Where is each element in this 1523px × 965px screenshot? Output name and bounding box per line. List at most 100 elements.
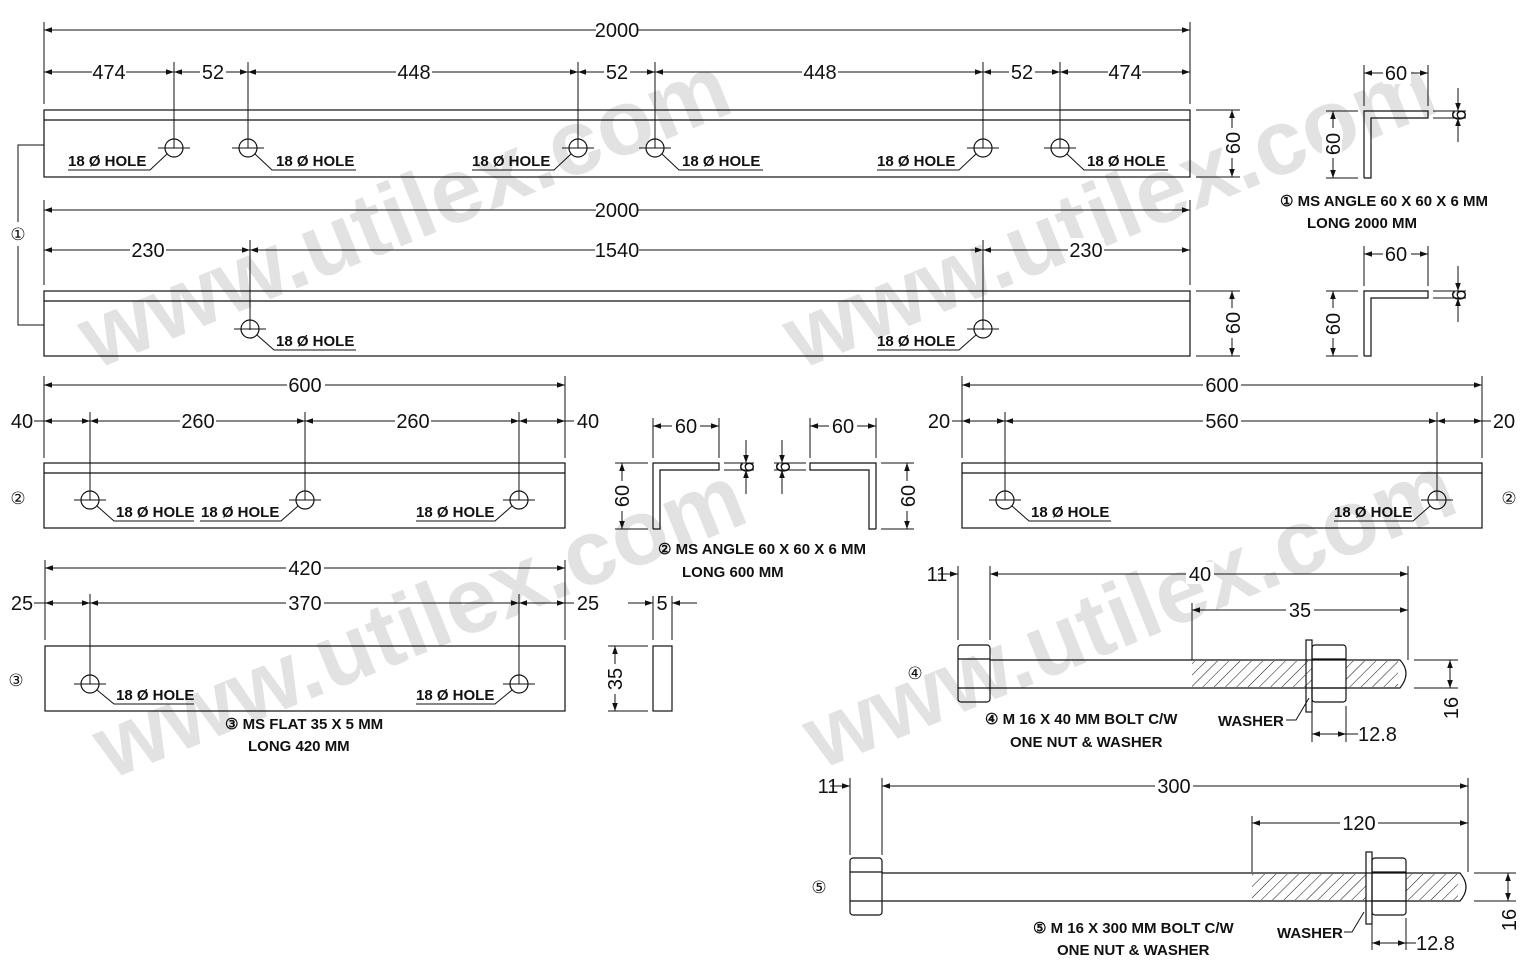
part1-top-angle: 2000 474 52 448 52 448 52 474: [43, 18, 1245, 178]
part1-section-bottom: 60 60 6: [1322, 243, 1471, 357]
part2-right-end-2: 20: [1493, 411, 1515, 433]
part2-section-width-left: 60: [675, 416, 697, 438]
part1-top-hole-label-2: 18 Ø HOLE: [276, 153, 354, 170]
part1-bottom-hole-label-2: 18 Ø HOLE: [877, 333, 955, 350]
part1-top-seg-6: 52: [1011, 62, 1033, 84]
part1-top-hole-label-4: 18 Ø HOLE: [682, 153, 760, 170]
part4-marker: ④: [907, 664, 922, 684]
part5-marker: ⑤: [811, 878, 826, 898]
part3-section-height: 35: [605, 668, 627, 690]
part2-section-height-right: 60: [898, 485, 920, 507]
part5-length: 300: [1157, 776, 1190, 798]
part3-flat: 420 25 370 25 18 Ø HOLE 18 Ø HOLE ③ 5: [8, 556, 697, 755]
part4-thread: 35: [1289, 600, 1311, 622]
part5-note-line2: ONE NUT & WASHER: [1057, 942, 1210, 959]
watermark-3: www.utilex.com: [78, 445, 759, 799]
part1-section-bottom-width: 60: [1385, 244, 1407, 266]
part1-section-bottom-height: 60: [1323, 313, 1345, 335]
part1-bottom-seg-2: 1540: [595, 240, 640, 262]
part2-marker-left: ②: [10, 489, 25, 509]
part2-right-hole-label-1: 18 Ø HOLE: [1031, 504, 1109, 521]
part2-left-end-2: 40: [577, 411, 599, 433]
part3-hole-label-2: 18 Ø HOLE: [416, 687, 494, 704]
part5-nut: 12.8: [1416, 933, 1455, 955]
part1-top-seg-7: 474: [1108, 62, 1141, 84]
part5-diameter: 16: [1499, 909, 1521, 931]
part1-section-bottom-thickness: 6: [1449, 289, 1471, 300]
part1-section-top-height: 60: [1323, 133, 1345, 155]
part1-bracket: ①: [8, 144, 44, 326]
part5-thread: 120: [1342, 813, 1375, 835]
part2-section-height-left: 60: [612, 485, 634, 507]
part4-bolt: 11 40 35 16 12.8 WASHER ④ ④ M 16 X 40 MM…: [907, 562, 1463, 751]
part3-end-2: 25: [577, 593, 599, 615]
part2-section-thickness-right: 6: [773, 461, 795, 472]
part1-top-seg-5: 448: [803, 62, 836, 84]
part2-right-overall: 600: [1205, 375, 1238, 397]
part5-note-line1: ⑤ M 16 X 300 MM BOLT C/W: [1033, 920, 1235, 937]
part5-washer-label: WASHER: [1277, 925, 1343, 942]
part5-head: 11: [818, 776, 839, 798]
part3-note-line2: LONG 420 MM: [248, 738, 350, 755]
part4-note-line1: ④ M 16 X 40 MM BOLT C/W: [985, 711, 1178, 728]
part1-note-line1: ① MS ANGLE 60 X 60 X 6 MM: [1280, 193, 1488, 210]
part4-diameter: 16: [1441, 697, 1463, 719]
part3-marker: ③: [8, 671, 23, 691]
part2-marker-right: ②: [1501, 489, 1516, 509]
part4-head: 11: [927, 564, 948, 586]
part3-hole-label-1: 18 Ø HOLE: [116, 687, 194, 704]
part2-right-end-1: 20: [928, 411, 950, 433]
part2-left-seg-1: 260: [181, 411, 214, 433]
part1-note-line2: LONG 2000 MM: [1307, 215, 1417, 232]
part1-top-hole-label-3: 18 Ø HOLE: [472, 153, 550, 170]
watermark-2: www.utilex.com: [768, 35, 1449, 389]
part3-middle: 370: [288, 593, 321, 615]
part2-section-thickness-left: 6: [737, 461, 759, 472]
part4-nut: 12.8: [1358, 724, 1397, 746]
part1-section-top-width: 60: [1385, 63, 1407, 85]
part1-top-hole-label-6: 18 Ø HOLE: [1087, 153, 1165, 170]
watermark-1: www.utilex.com: [63, 35, 744, 389]
part2-left-hole-label-1: 18 Ø HOLE: [116, 504, 194, 521]
part1-top-seg-1: 474: [92, 62, 125, 84]
part1-top-seg-4: 52: [606, 62, 628, 84]
part1-bottom-height: 60: [1223, 312, 1245, 334]
part2-right-hole-label-2: 18 Ø HOLE: [1334, 504, 1412, 521]
part4-length: 40: [1189, 564, 1211, 586]
part1-bottom-seg-1: 230: [131, 240, 164, 262]
part1-bottom-hole-label-1: 18 Ø HOLE: [276, 333, 354, 350]
part3-end-1: 25: [11, 593, 33, 615]
part2-left-hole-label-2: 18 Ø HOLE: [201, 504, 279, 521]
part1-top-overall: 2000: [595, 20, 640, 42]
part3-note-line1: ③ MS FLAT 35 X 5 MM: [225, 716, 383, 733]
part1-top-height: 60: [1223, 132, 1245, 154]
part1-bottom-angle: 2000 230 1540 230 18 Ø HOLE 18 Ø HOLE 60: [43, 198, 1245, 357]
part1-marker: ①: [10, 225, 25, 245]
part1-top-seg-3: 448: [397, 62, 430, 84]
part2-left-overall: 600: [288, 375, 321, 397]
part2-sections: 60 60 60 60 6 6 ② MS ANGLE 60 X 60 X 6 M…: [611, 415, 920, 581]
part2-right-seg-1: 560: [1205, 411, 1238, 433]
part3-section-thickness: 5: [656, 593, 667, 615]
part1-section-top: 60 60 6 ① MS ANGLE 60 X 60 X 6 MM LONG 2…: [1280, 62, 1488, 232]
part2-note-line2: LONG 600 MM: [682, 564, 784, 581]
part2-note-line1: ② MS ANGLE 60 X 60 X 6 MM: [658, 541, 866, 558]
part4-note-line2: ONE NUT & WASHER: [1010, 734, 1163, 751]
part2-left-angle: 600 40 260 260 40 18 Ø HOLE 18 Ø HOLE 18…: [8, 373, 600, 529]
part1-section-top-thickness: 6: [1449, 109, 1471, 120]
part1-top-hole-label-5: 18 Ø HOLE: [877, 153, 955, 170]
part2-right-angle: 600 20 560 20 18 Ø HOLE 18 Ø HOLE ②: [926, 373, 1517, 529]
part1-top-seg-2: 52: [202, 62, 224, 84]
part2-left-hole-label-3: 18 Ø HOLE: [416, 504, 494, 521]
part1-bottom-seg-3: 230: [1069, 240, 1102, 262]
part2-section-width-right: 60: [832, 416, 854, 438]
part3-overall: 420: [288, 558, 321, 580]
part2-left-seg-2: 260: [396, 411, 429, 433]
part4-washer-label: WASHER: [1218, 713, 1284, 730]
part1-bottom-overall: 2000: [595, 200, 640, 222]
part2-left-end-1: 40: [11, 411, 33, 433]
part1-top-hole-label-1: 18 Ø HOLE: [68, 153, 146, 170]
part5-bolt: 11 300 120 16 12.8 WASHER ⑤ ⑤ M 16 X 300…: [811, 774, 1521, 959]
